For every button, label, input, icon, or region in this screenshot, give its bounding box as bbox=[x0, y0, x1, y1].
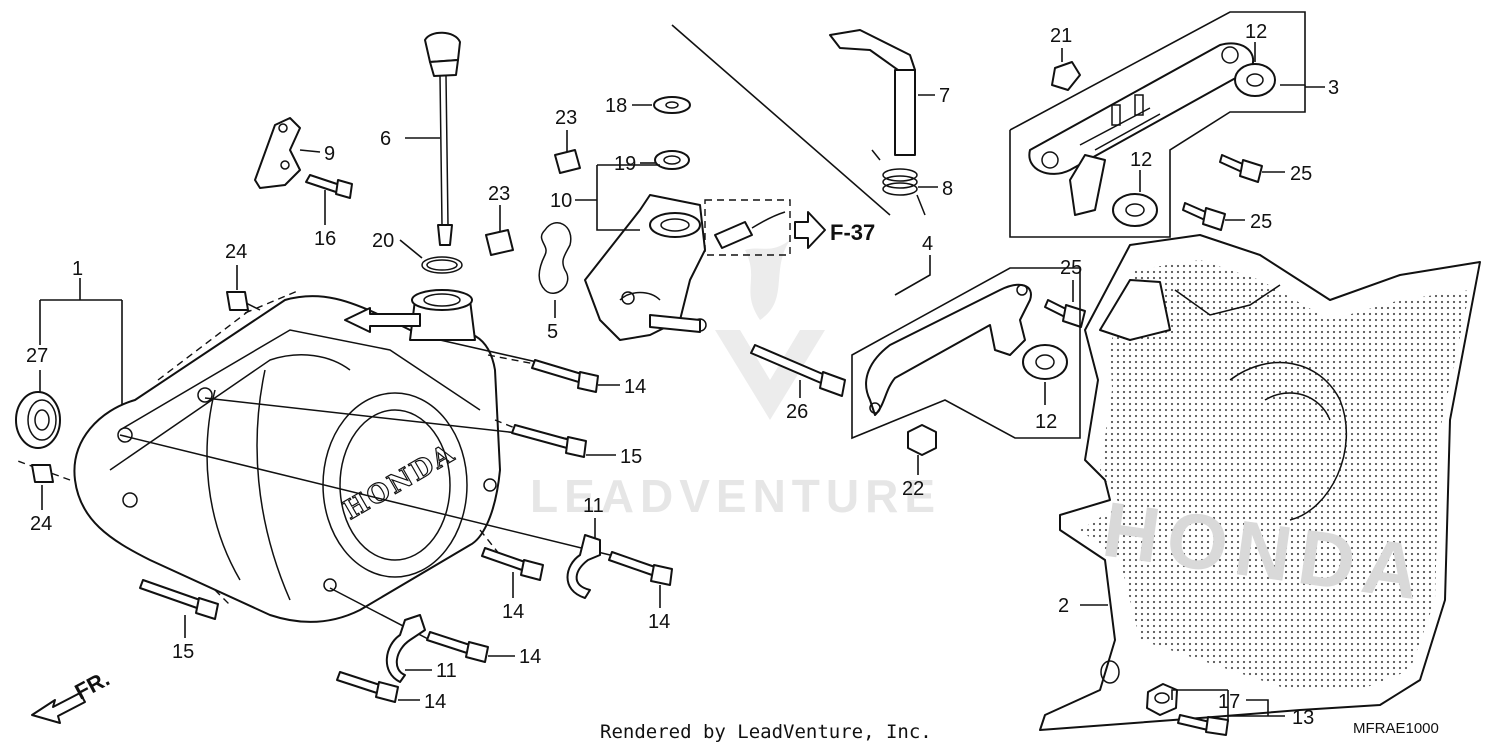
clip-21 bbox=[1051, 61, 1081, 91]
bolt-14-d bbox=[426, 631, 489, 663]
watermark-text: LEADVENTURE bbox=[530, 470, 941, 522]
rendered-by: Rendered by LeadVenture, Inc. bbox=[600, 721, 932, 743]
callout-6: 6 bbox=[380, 128, 391, 150]
callout-9: 9 bbox=[324, 143, 335, 165]
callout-25-b: 25 bbox=[1250, 211, 1272, 233]
sensor-connector bbox=[704, 199, 791, 256]
bolt-14-a bbox=[531, 359, 599, 393]
housing-10 bbox=[584, 194, 707, 341]
lever-7 bbox=[829, 29, 916, 156]
callout-20: 20 bbox=[372, 230, 394, 252]
plate-9 bbox=[254, 117, 301, 189]
bearing bbox=[15, 391, 61, 449]
assembly-line-8 bbox=[671, 24, 891, 216]
callout-1: 1 bbox=[72, 258, 83, 280]
callout-17: 17 bbox=[1218, 691, 1240, 713]
callouts: 1 2 3 4 5 6 7 8 9 10 11 11 12 12 12 13 1… bbox=[26, 21, 1339, 729]
bolt-25-a bbox=[1219, 154, 1263, 183]
ref-label: F-37 bbox=[830, 220, 875, 245]
callout-14-b: 14 bbox=[502, 601, 524, 623]
callout-12-a: 12 bbox=[1245, 21, 1267, 43]
callout-15-a: 15 bbox=[620, 446, 642, 468]
washer-18 bbox=[653, 96, 691, 114]
callout-18: 18 bbox=[605, 95, 627, 117]
callout-2: 2 bbox=[1058, 595, 1069, 617]
callout-22: 22 bbox=[902, 478, 924, 500]
callout-15-b: 15 bbox=[172, 641, 194, 663]
callout-27: 27 bbox=[26, 345, 48, 367]
dipstick bbox=[424, 31, 461, 246]
stay-4 bbox=[865, 283, 1032, 416]
callout-25-a: 25 bbox=[1290, 163, 1312, 185]
grommet-12-a bbox=[1234, 63, 1276, 97]
callout-25-c: 25 bbox=[1060, 257, 1082, 279]
bolt-26 bbox=[750, 344, 846, 397]
callout-10: 10 bbox=[550, 190, 572, 212]
bolt-14-b bbox=[481, 547, 544, 581]
guard-2: HONDA bbox=[1039, 234, 1481, 731]
callout-14-c: 14 bbox=[648, 611, 670, 633]
grommet-12-b bbox=[1112, 193, 1158, 227]
clip-11-a bbox=[566, 534, 601, 599]
callout-14-e: 14 bbox=[424, 691, 446, 713]
bolt-25-c bbox=[1044, 299, 1086, 328]
ref-arrow: F-37 bbox=[794, 211, 875, 249]
callout-3: 3 bbox=[1328, 77, 1339, 99]
callout-8: 8 bbox=[942, 178, 953, 200]
leader-lines bbox=[39, 42, 1325, 722]
crankcase-cover: HONDA bbox=[73, 289, 501, 623]
callout-12-c: 12 bbox=[1035, 411, 1057, 433]
spring-8 bbox=[871, 149, 926, 216]
callout-21: 21 bbox=[1050, 25, 1072, 47]
callout-24-a: 24 bbox=[225, 241, 247, 263]
nut-22 bbox=[907, 424, 937, 456]
callout-12-b: 12 bbox=[1130, 149, 1152, 171]
callout-14-d: 14 bbox=[519, 646, 541, 668]
watermark: LEADVENTURE bbox=[530, 240, 941, 522]
o-ring-20 bbox=[421, 256, 463, 274]
bolt-14-e bbox=[336, 671, 399, 703]
bolt-17-a bbox=[1146, 683, 1178, 716]
grommet-12-c bbox=[1022, 344, 1068, 380]
callout-26: 26 bbox=[786, 401, 808, 423]
callout-11-a: 11 bbox=[583, 495, 604, 517]
bolt-15-a bbox=[511, 424, 587, 458]
callout-11-b: 11 bbox=[436, 660, 457, 682]
bracket-3-outline bbox=[1009, 11, 1306, 238]
callout-5: 5 bbox=[547, 321, 558, 343]
callout-14-a: 14 bbox=[624, 376, 646, 398]
callout-19: 19 bbox=[614, 153, 636, 175]
callout-23-b: 23 bbox=[488, 183, 510, 205]
seal-19 bbox=[654, 150, 690, 170]
dowel-pins bbox=[31, 291, 249, 483]
diagram-code: MFRAE1000 bbox=[1353, 720, 1439, 737]
bolt-14-c bbox=[608, 551, 673, 586]
callout-16: 16 bbox=[314, 228, 336, 250]
callout-4: 4 bbox=[922, 233, 933, 255]
bolt-16 bbox=[305, 174, 353, 199]
callout-13: 13 bbox=[1292, 707, 1314, 729]
bolt-25-b bbox=[1182, 202, 1226, 231]
front-arrow: FR. bbox=[31, 666, 114, 724]
clip-11-b bbox=[385, 614, 426, 683]
callout-7: 7 bbox=[939, 85, 950, 107]
gasket-5 bbox=[538, 222, 572, 294]
stay-4-outline bbox=[851, 267, 1081, 440]
bolt-17-b bbox=[1177, 714, 1229, 736]
callout-24-b: 24 bbox=[30, 513, 52, 535]
callout-23-a: 23 bbox=[555, 107, 577, 129]
bolt-15-b bbox=[139, 579, 219, 620]
